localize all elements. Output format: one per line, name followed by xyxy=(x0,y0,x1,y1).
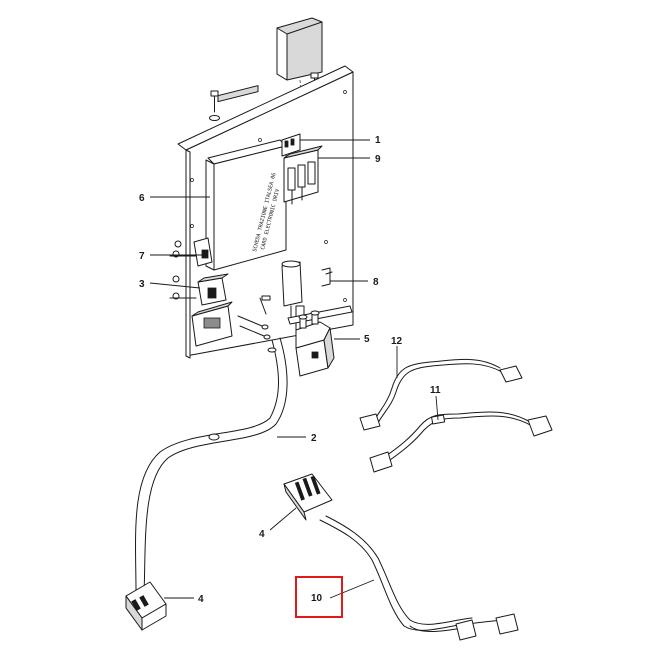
callout-7: 7 xyxy=(139,251,145,262)
callout-1: 1 xyxy=(375,135,381,146)
harness-10 xyxy=(283,473,519,641)
callout-11: 11 xyxy=(430,385,441,396)
main-harness-2 xyxy=(135,337,288,595)
callout-6: 6 xyxy=(139,193,145,204)
callouts: 1 9 6 7 3 8 5 12 11 2 4 4 10 xyxy=(139,135,441,605)
shunt-8 xyxy=(321,267,333,287)
callout-8: 8 xyxy=(373,277,379,288)
highlight-box xyxy=(295,576,343,618)
top-cover xyxy=(276,17,323,81)
harness-12 xyxy=(359,358,523,431)
callout-4-upper: 4 xyxy=(259,529,265,540)
harness-11 xyxy=(369,411,553,473)
callout-5: 5 xyxy=(364,334,370,345)
fuse-holder xyxy=(281,133,301,157)
callout-10: 10 xyxy=(311,593,323,604)
connector-4-lower xyxy=(125,581,167,631)
relay-3 xyxy=(169,273,229,306)
callout-4-lower: 4 xyxy=(198,594,204,605)
callout-9: 9 xyxy=(375,154,381,165)
capacitor-module xyxy=(281,260,303,319)
callout-2: 2 xyxy=(311,433,317,444)
connector-7 xyxy=(169,237,213,267)
lower-connector-block xyxy=(191,301,233,347)
electronic-card: SCHEDA TRAZIONE ITALSEA 06 CARD ELECTRON… xyxy=(205,85,287,271)
connector-4-upper xyxy=(283,473,333,521)
harness-10-plug-b xyxy=(495,613,519,635)
callout-12: 12 xyxy=(391,336,403,347)
harness-10-plug-a xyxy=(455,619,477,641)
leader-lines xyxy=(149,139,439,599)
relay-block xyxy=(283,145,323,205)
contactor-5 xyxy=(295,310,335,377)
callout-3: 3 xyxy=(139,279,145,290)
